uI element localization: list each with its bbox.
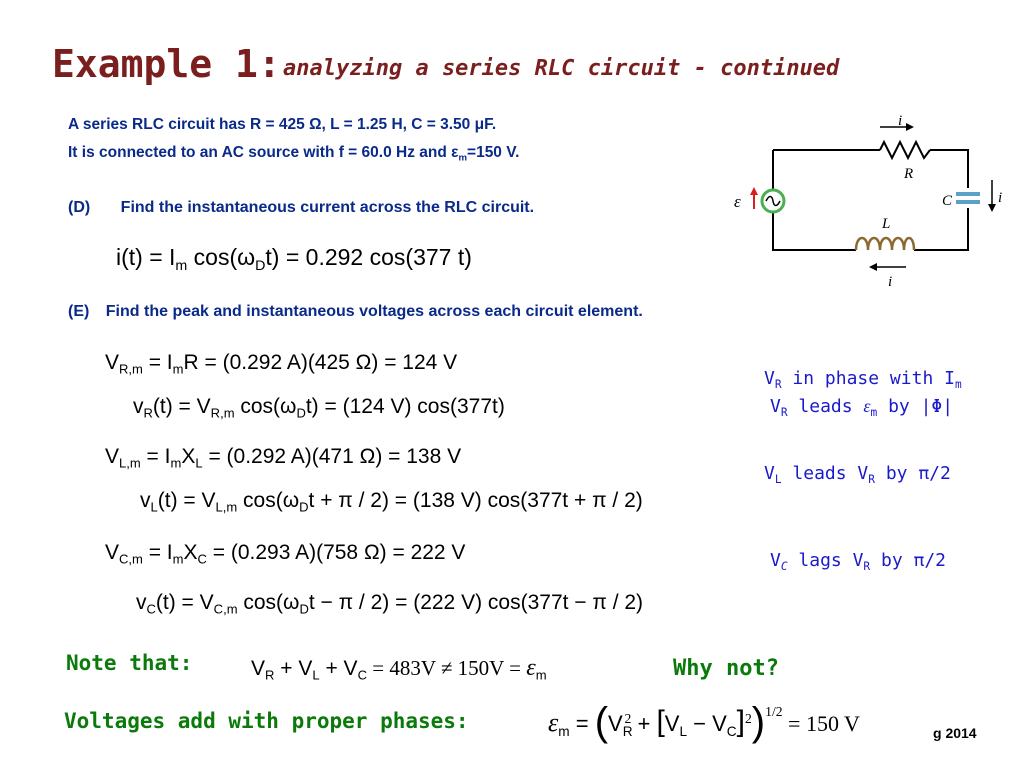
label-C: C — [942, 193, 953, 209]
note-vr-leads: VR leads εm by |Φ| — [770, 396, 954, 419]
equation-vr-peak: VR,m = ImR = (0.292 A)(425 Ω) = 124 V — [105, 351, 458, 377]
label-i-bottom: i — [888, 274, 892, 290]
part-e-text: Find the peak and instantaneous voltages… — [105, 303, 643, 320]
resistor — [879, 139, 931, 161]
given-line-1: A series RLC circuit has R = 425 Ω, L = … — [68, 116, 497, 133]
label-i-top: i — [898, 114, 902, 129]
footer-text: g 2014 — [933, 725, 977, 741]
note-vl-leads: VL leads VR by π/2 — [764, 463, 951, 486]
rlc-circuit-diagram: i R C i L i ε — [734, 114, 1002, 290]
label-R: R — [903, 166, 913, 182]
why-not-label: Why not? — [673, 656, 779, 681]
label-i-right: i — [998, 190, 1002, 206]
note-vr-phase: VR in phase with Im — [764, 368, 962, 391]
equation-vc-instant: vC(t) = VC,m cos(ωDt − π / 2) = (222 V) … — [136, 591, 644, 617]
equation-vc-peak: VC,m = ImXC = (0.293 A)(758 Ω) = 222 V — [105, 541, 466, 567]
part-e: (E) Find the peak and instantaneous volt… — [68, 303, 643, 321]
title-main: Example 1: — [52, 42, 281, 86]
inductor-coil — [854, 236, 916, 251]
equation-sum-amplitudes: VR + VL + VC = 483V ≠ 150V = εm — [251, 655, 547, 683]
title-subtitle: analyzing a series RLC circuit - continu… — [283, 56, 840, 81]
part-e-label: (E) — [68, 303, 90, 320]
wire-right — [914, 208, 969, 251]
equation-vl-peak: VL,m = ImXL = (0.292 A)(471 Ω) = 138 V — [105, 445, 462, 471]
part-d: (D) Find the instantaneous current acros… — [68, 199, 534, 217]
ac-wave-icon — [765, 195, 781, 207]
equation-emf-phasor: εm = (VR2 + [VL − VC]2)1/2 = 150 V — [548, 700, 860, 744]
phases-label: Voltages add with proper phases: — [64, 709, 469, 733]
part-d-text: Find the instantaneous current across th… — [120, 199, 535, 216]
note-that-label: Note that: — [66, 651, 193, 675]
part-d-label: (D) — [68, 199, 91, 216]
label-emf: ε — [734, 192, 741, 211]
label-L: L — [881, 216, 890, 232]
equation-vl-instant: vL(t) = VL,m cos(ωDt + π / 2) = (138 V) … — [140, 489, 643, 515]
note-vc-lags: VC lags VR by π/2 — [770, 550, 946, 573]
wire-top-right — [930, 149, 969, 188]
equation-vr-instant: vR(t) = VR,m cos(ωDt) = (124 V) cos(377t… — [133, 395, 505, 421]
wire-left — [772, 150, 856, 251]
given-line-2: It is connected to an AC source with f =… — [68, 144, 520, 164]
equation-current: i(t) = Im cos(ωDt) = 0.292 cos(377 t) — [116, 244, 472, 274]
